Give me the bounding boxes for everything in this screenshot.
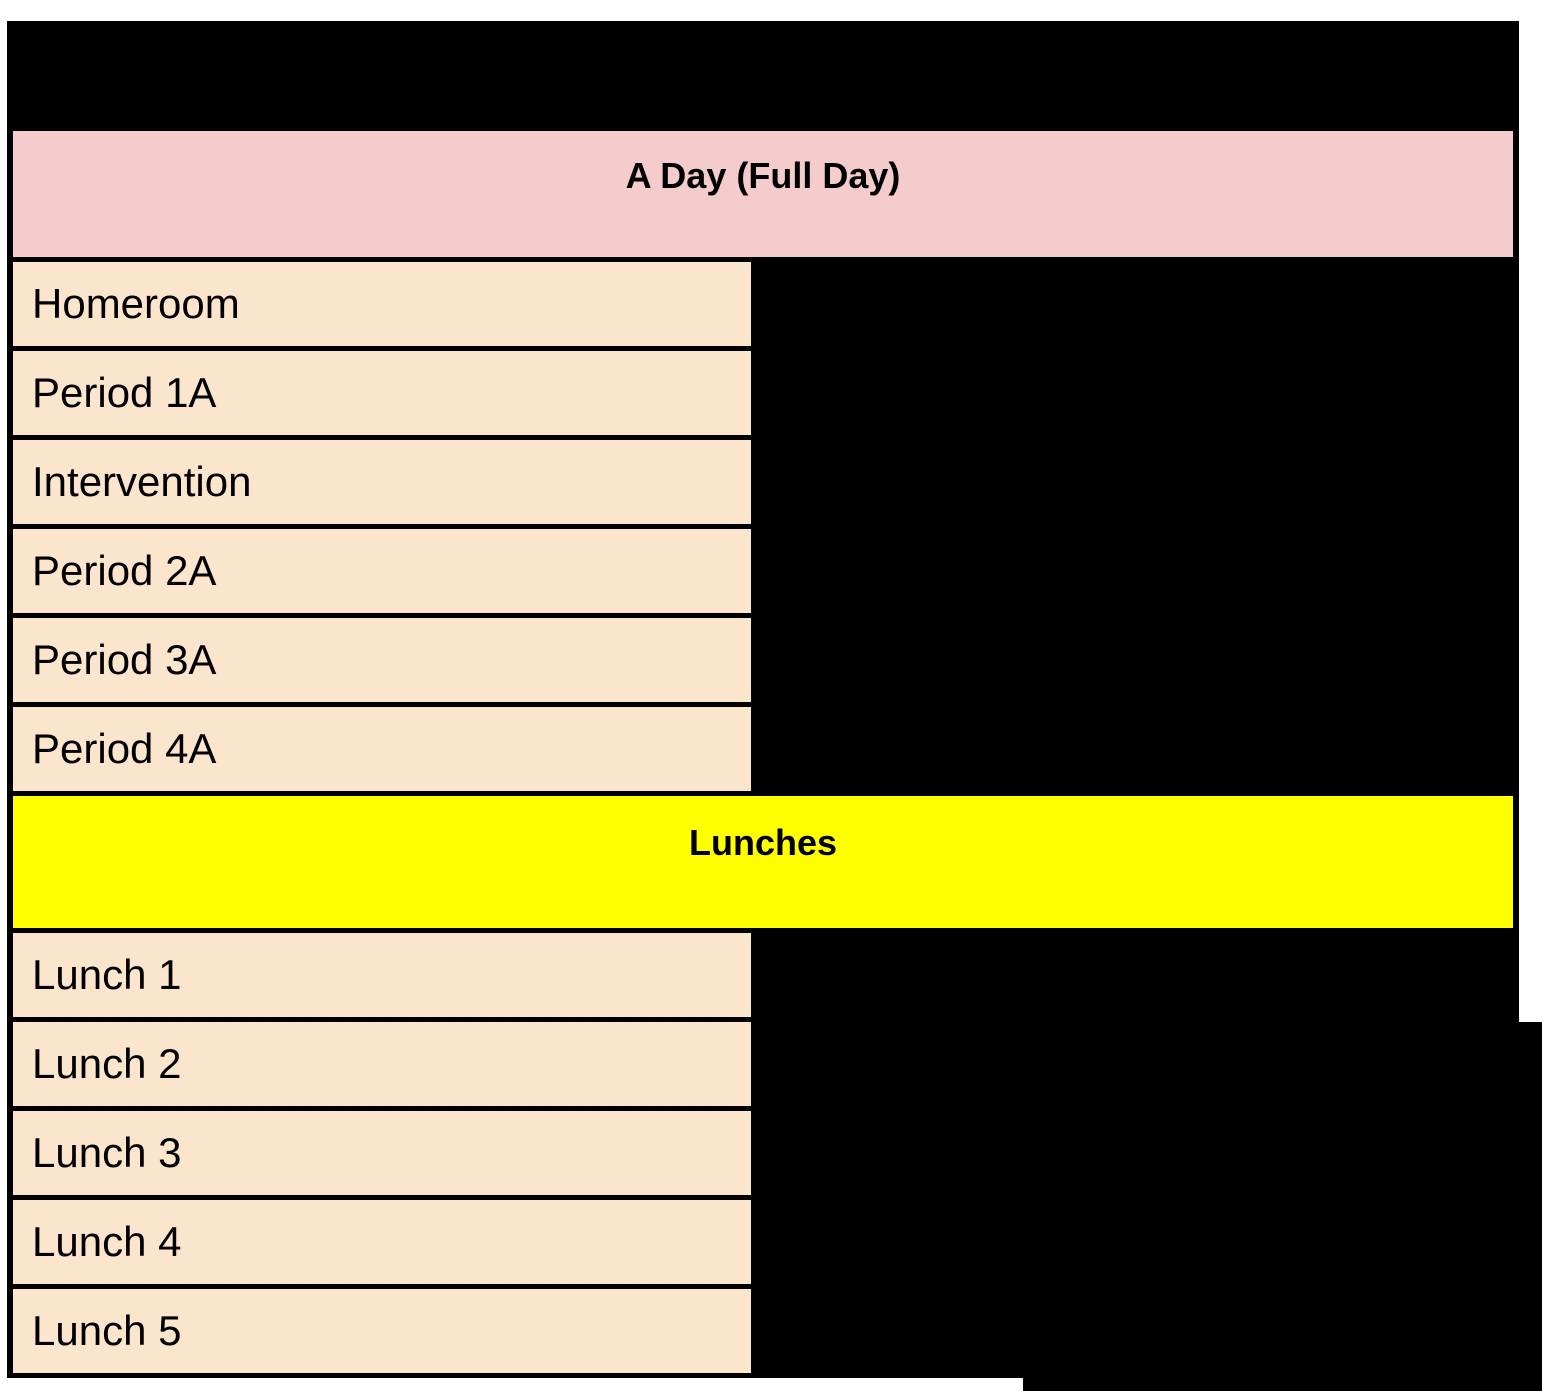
lunch-label: Lunch 5: [32, 1306, 182, 1354]
lunch-label: Lunch 2: [32, 1039, 182, 1087]
table-row-lunch-5: Lunch 5: [13, 1289, 751, 1378]
period-label: Period 1A: [32, 368, 217, 416]
table-row-lunch-4: Lunch 4: [13, 1200, 751, 1289]
period-label: Period 2A: [32, 546, 217, 594]
period-label: Period 3A: [32, 635, 217, 683]
period-label: Intervention: [32, 457, 252, 505]
lunch-header-row: Lunches: [13, 796, 1513, 933]
bell-schedule-table: A Day (Full Day) Homeroom Period 1A Inte…: [7, 21, 1519, 1378]
table-row-lunch-2: Lunch 2: [13, 1022, 751, 1111]
table-top-black-band: [13, 21, 1513, 131]
lunch-header-label: Lunches: [688, 822, 838, 863]
table-row-period-3a: Period 3A: [13, 618, 751, 707]
day-header-row: A Day (Full Day): [13, 131, 1513, 262]
lunch-label: Lunch 4: [32, 1217, 182, 1265]
lunch-label: Lunch 1: [32, 950, 182, 998]
table-row-lunch-3: Lunch 3: [13, 1111, 751, 1200]
period-label: Homeroom: [32, 279, 240, 327]
period-label: Period 4A: [32, 724, 217, 772]
table-row-period-2a: Period 2A: [13, 529, 751, 618]
lunch-label: Lunch 3: [32, 1128, 182, 1176]
table-row-lunch-1: Lunch 1: [13, 933, 751, 1022]
day-header-label: A Day (Full Day): [625, 155, 901, 196]
table-row-homeroom: Homeroom: [13, 262, 751, 351]
table-row-period-4a: Period 4A: [13, 707, 751, 796]
table-row-intervention: Intervention: [13, 440, 751, 529]
bottom-right-black-block: [1023, 1022, 1542, 1391]
table-row-period-1a: Period 1A: [13, 351, 751, 440]
